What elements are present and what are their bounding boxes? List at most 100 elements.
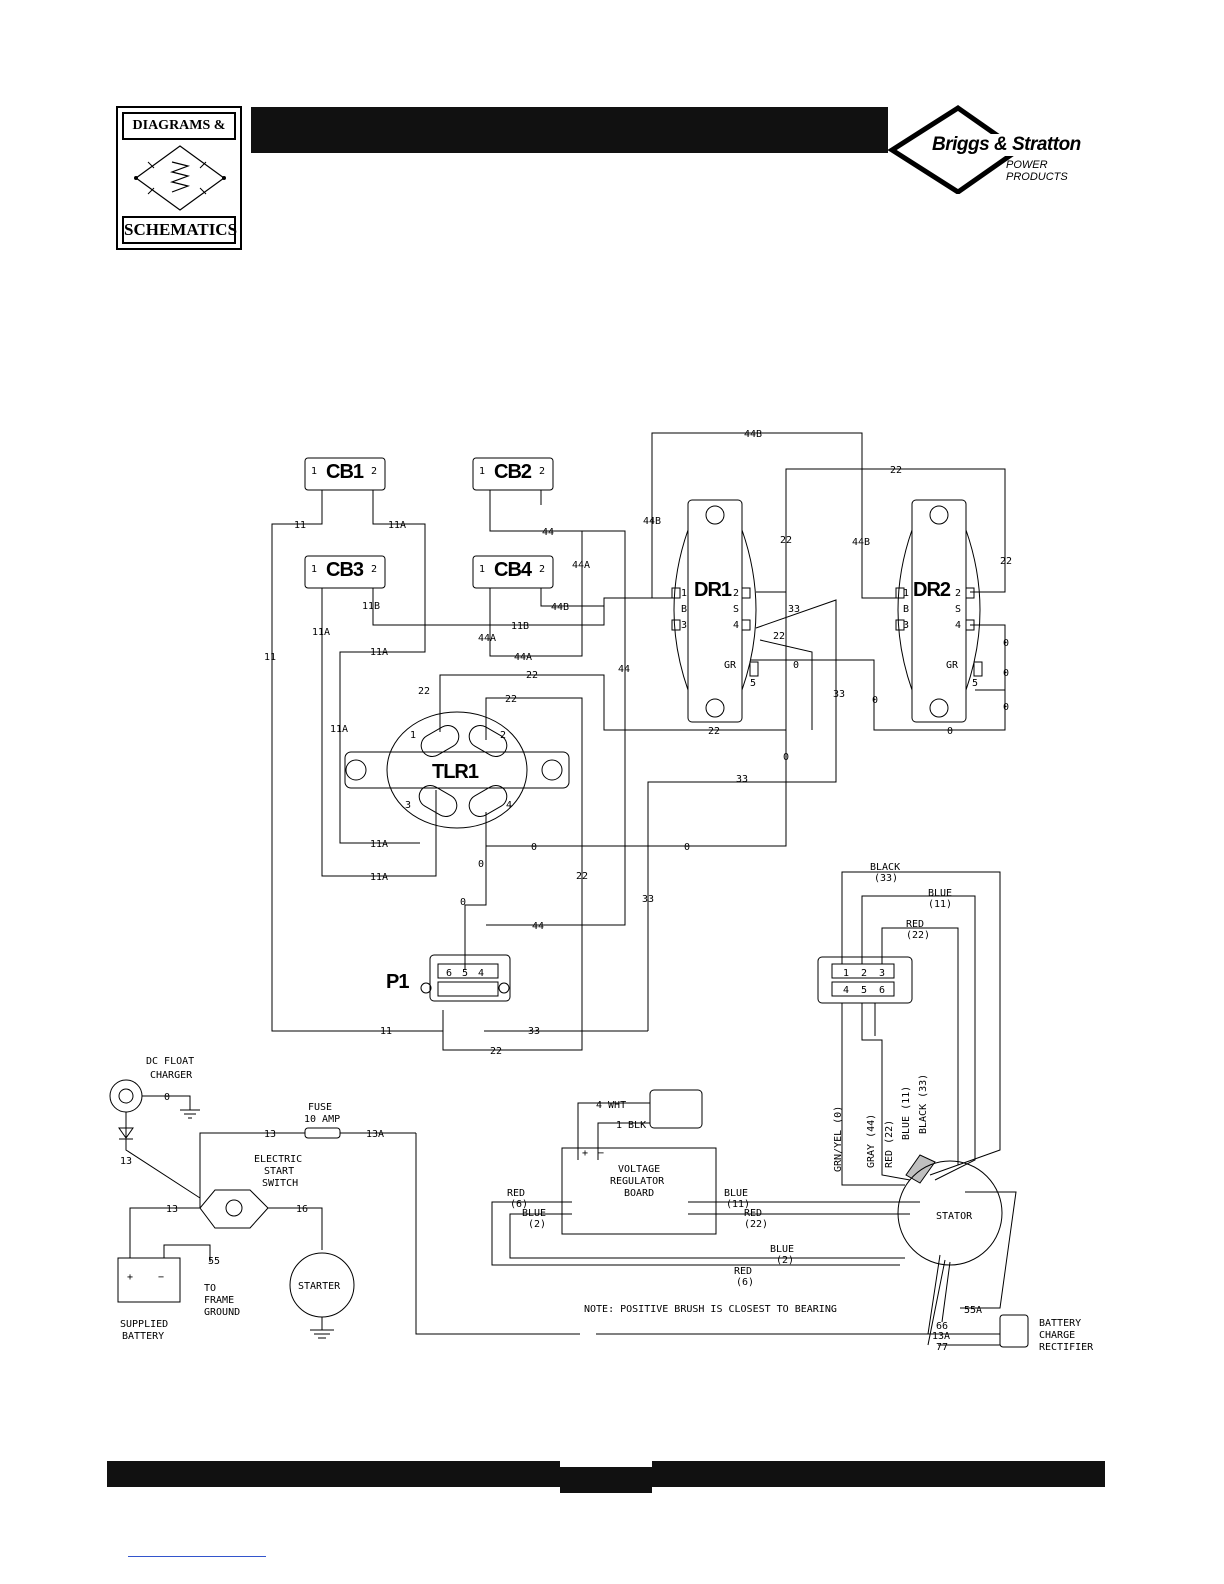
wire-label: BATTERY — [122, 1331, 164, 1342]
wire-label: 4 — [733, 620, 739, 631]
dc-float-charger — [109, 1079, 143, 1113]
wire-label: (2) — [776, 1255, 794, 1266]
wire-label: 22 — [576, 871, 588, 882]
wire-label: 5 — [972, 678, 978, 689]
wire-label: 3 — [903, 620, 909, 631]
stator-label: STATOR — [936, 1211, 973, 1222]
wire-label: 1 — [311, 564, 317, 575]
stator-connector — [817, 956, 913, 1004]
wire-label: 33 — [736, 774, 748, 785]
starter-label: STARTER — [298, 1281, 341, 1292]
wire-label: 11A — [370, 839, 388, 850]
logo-bottom-text: SCHEMATICS — [122, 216, 237, 244]
wire-label: TO — [204, 1283, 216, 1294]
wire-label: 22 — [890, 465, 902, 476]
wire-label: B — [903, 604, 909, 615]
wire-label: 11 — [380, 1026, 392, 1037]
wire-label: SUPPLIED — [120, 1319, 168, 1330]
wire-label: 4 — [478, 968, 484, 979]
wire-label: 1 — [311, 466, 317, 477]
wire-label: (33) — [874, 873, 898, 884]
wire-label: 2 — [371, 564, 377, 575]
wire-label: 44 — [542, 527, 554, 538]
wire-label: 77 — [936, 1342, 948, 1353]
wire-label: 44A — [572, 560, 590, 571]
wire-label: 1 — [843, 968, 849, 979]
wire-label: 11A — [312, 627, 330, 638]
wire-label: 10 AMP — [304, 1114, 340, 1125]
dr2-label: DR2 — [913, 579, 951, 601]
wire-label: FRAME — [204, 1295, 234, 1306]
wire-label: 22 — [773, 631, 785, 642]
briggs-stratton-logo: Briggs & Stratton POWER PRODUCTS — [888, 104, 1108, 194]
wire-label: 5 — [750, 678, 756, 689]
wire-label: 22 — [708, 726, 720, 737]
wire-label: 13A — [932, 1331, 950, 1342]
wire-label: 11B — [511, 621, 529, 632]
wire-label: 11B — [362, 601, 380, 612]
wire-label: 33 — [833, 689, 845, 700]
wire-label: 2 — [371, 466, 377, 477]
wire-label: 22 — [1000, 556, 1012, 567]
wire-label: 11A — [370, 872, 388, 883]
wire-label: REGULATOR — [610, 1176, 665, 1187]
wire-label: (6) — [736, 1277, 754, 1288]
wire-label: 2 — [539, 466, 545, 477]
wire-label: S — [955, 604, 961, 615]
wire-label: 5 — [462, 968, 468, 979]
wire-label: 13 — [264, 1129, 276, 1140]
tlr1-label: TLR1 — [432, 761, 479, 783]
wire-label: 4 WHT — [596, 1100, 626, 1111]
wire-label: RED — [507, 1188, 525, 1199]
dr1-label: DR1 — [694, 579, 732, 601]
wire-label: 1 — [903, 588, 909, 599]
cb1-box — [304, 457, 386, 491]
p1-connector — [429, 954, 511, 1002]
diagrams-schematics-logo: DIAGRAMS & SCHEMATICS — [116, 106, 242, 250]
wire-label: 0 — [684, 842, 690, 853]
brush-note: NOTE: POSITIVE BRUSH IS CLOSEST TO BEARI… — [584, 1304, 837, 1315]
wire-label: 33 — [642, 894, 654, 905]
wire-label: 44 — [532, 921, 544, 932]
wire-label: 0 — [793, 660, 799, 671]
wire-label: 1 — [479, 564, 485, 575]
wire-label: − — [158, 1272, 164, 1283]
voltage-regulator-board — [561, 1147, 717, 1235]
wire-label: BLACK — [870, 862, 900, 873]
wire-label: 4 — [955, 620, 961, 631]
wire-label: 22 — [490, 1046, 502, 1057]
wire-label: BLUE — [522, 1208, 546, 1219]
wire-label: 0 — [947, 726, 953, 737]
wire-label: 55 — [208, 1256, 220, 1267]
wire-label: CHARGE — [1039, 1330, 1075, 1341]
wire-label: RED — [734, 1266, 752, 1277]
footer-link-underline[interactable] — [128, 1556, 266, 1557]
wire-label: (11) — [928, 899, 952, 910]
wire-label: 11 — [264, 652, 276, 663]
wire-label: RED (22) — [884, 1120, 895, 1168]
wire-label: GRAY (44) — [866, 1114, 877, 1168]
tlr1-body — [386, 711, 528, 829]
wire-label: GR — [946, 660, 959, 671]
wire-label: 3 — [879, 968, 885, 979]
p1-label: P1 — [386, 971, 409, 993]
wire-label: START — [264, 1166, 294, 1177]
wire-label: BLACK (33) — [918, 1074, 929, 1134]
wire-label: 11A — [388, 520, 406, 531]
wire-label: 11A — [330, 724, 348, 735]
wire-label: (2) — [528, 1219, 546, 1230]
wire-label: RED — [744, 1208, 762, 1219]
footer-notch — [560, 1461, 652, 1467]
wire-label: BLUE — [928, 888, 952, 899]
wire-label: 6 — [446, 968, 452, 979]
wire-label: GROUND — [204, 1307, 240, 1318]
wire-label: GRN/YEL (0) — [833, 1106, 844, 1172]
wire-label: BATTERY — [1039, 1318, 1081, 1329]
wire-label: 4 — [843, 985, 849, 996]
wire-label: RED — [906, 919, 924, 930]
cb3-box — [304, 555, 386, 589]
wire-label: 33 — [788, 604, 800, 615]
cb1-label: CB1 — [326, 461, 364, 483]
wire-label: 22 — [526, 670, 538, 681]
